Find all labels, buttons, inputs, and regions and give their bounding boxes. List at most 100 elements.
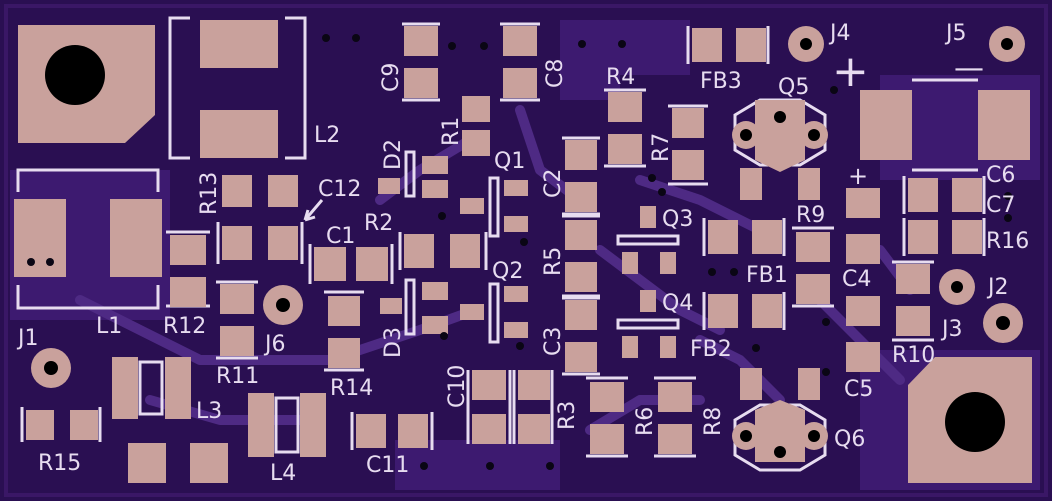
capacitor-C8 xyxy=(500,22,540,102)
label-R11: R11 xyxy=(216,364,259,389)
pad-bottom-1 xyxy=(128,443,166,483)
label-L3: L3 xyxy=(196,399,222,424)
label-C7: C7 xyxy=(986,193,1015,218)
resistor-R1 xyxy=(462,96,490,156)
ferrite-bead-FB1 xyxy=(702,218,786,276)
resistor-R4 xyxy=(604,88,646,168)
label-C3: C3 xyxy=(541,327,566,356)
label-R15: R15 xyxy=(38,451,81,476)
label-Q5: Q5 xyxy=(778,75,809,100)
inductor-L1 xyxy=(14,168,162,310)
label-C10: C10 xyxy=(445,365,470,408)
resistor-R15 xyxy=(20,407,102,442)
capacitor-C10 xyxy=(466,370,512,444)
label-L4: L4 xyxy=(270,461,296,486)
label-R2: R2 xyxy=(364,211,393,236)
inductor-L4 xyxy=(248,393,326,457)
transistor-Q4 xyxy=(616,290,680,358)
capacitor-C3 xyxy=(562,296,600,376)
capacitor-C11 xyxy=(350,412,554,470)
polarity-plus-c4: + xyxy=(848,162,868,190)
label-C5: C5 xyxy=(844,377,873,402)
label-Q3: Q3 xyxy=(662,207,693,232)
polarity-plus-top: + xyxy=(832,46,869,97)
resistor-R12 xyxy=(166,230,210,308)
label-R13: R13 xyxy=(197,172,222,215)
transistor-Q6 xyxy=(732,368,828,472)
label-C1: C1 xyxy=(326,224,355,249)
label-D2: D2 xyxy=(381,139,406,170)
capacitor-C2 xyxy=(562,136,600,216)
diode-D2 xyxy=(378,150,448,220)
label-J6: J6 xyxy=(263,332,286,357)
pad-large-2 xyxy=(978,90,1030,160)
label-J3: J3 xyxy=(940,317,963,342)
ferrite-bead-FB2 xyxy=(702,292,786,352)
board-edge xyxy=(4,4,1048,497)
via xyxy=(480,42,488,50)
capacitor-C1 xyxy=(308,244,394,284)
via xyxy=(352,34,360,42)
resistor-R9 xyxy=(792,226,834,308)
label-FB1: FB1 xyxy=(746,263,788,288)
resistor-R2 xyxy=(398,232,488,270)
diode-D3 xyxy=(380,278,448,340)
via xyxy=(618,40,626,48)
label-J5: J5 xyxy=(944,21,967,46)
capacitor-C4: + xyxy=(846,162,880,264)
label-Q1: Q1 xyxy=(494,149,525,174)
label-J4: J4 xyxy=(828,21,851,46)
label-R9: R9 xyxy=(796,203,825,228)
label-R5: R5 xyxy=(541,247,566,276)
label-R10: R10 xyxy=(892,343,935,368)
label-R14: R14 xyxy=(330,376,373,401)
label-R7: R7 xyxy=(649,133,674,162)
label-J2: J2 xyxy=(986,275,1009,300)
label-R8: R8 xyxy=(701,407,726,436)
resistor-R10 xyxy=(892,260,934,342)
ferrite-bead-FB3 xyxy=(686,26,770,64)
label-R16: R16 xyxy=(986,229,1029,254)
transistor-Q1 xyxy=(460,176,528,246)
resistor-R3 xyxy=(512,370,554,444)
transistor-Q5 xyxy=(732,86,838,200)
label-Q4: Q4 xyxy=(662,291,693,316)
label-D3: D3 xyxy=(381,327,406,358)
resistor-R16 xyxy=(902,214,1012,256)
transistor-Q2 xyxy=(460,282,528,350)
label-J1: J1 xyxy=(16,326,39,351)
resistor-R7 xyxy=(668,104,708,186)
label-R6: R6 xyxy=(633,407,658,436)
label-C6: C6 xyxy=(986,163,1015,188)
via xyxy=(448,42,456,50)
label-C2: C2 xyxy=(541,169,566,198)
capacitor-C9 xyxy=(402,22,440,102)
resistor-R14 xyxy=(324,290,364,372)
label-C4: C4 xyxy=(842,267,871,292)
label-C12: C12 xyxy=(318,177,361,202)
resistor-R13 xyxy=(222,175,298,207)
label-C8: C8 xyxy=(543,59,568,88)
label-Q2: Q2 xyxy=(492,259,523,284)
pad-large-1 xyxy=(860,90,912,160)
via xyxy=(322,34,330,42)
mounting-hole-top-left xyxy=(18,25,155,143)
label-FB3: FB3 xyxy=(700,69,742,94)
via xyxy=(578,40,586,48)
resistor-R8 xyxy=(654,376,696,458)
label-R3: R3 xyxy=(555,401,580,430)
label-C11: C11 xyxy=(366,453,409,478)
pad-bottom-2 xyxy=(190,443,228,483)
resistor-R11 xyxy=(216,280,258,360)
transistor-Q3 xyxy=(616,174,680,274)
label-R4: R4 xyxy=(606,65,635,90)
label-L2: L2 xyxy=(314,123,340,148)
mounting-hole-bottom-right xyxy=(908,357,1032,483)
capacitor-C7 xyxy=(902,176,1012,214)
label-R12: R12 xyxy=(163,314,206,339)
inductor-L2 xyxy=(168,16,307,160)
capacitor-C12 xyxy=(216,199,324,264)
label-R1: R1 xyxy=(439,117,464,146)
label-L1: L1 xyxy=(96,314,122,339)
